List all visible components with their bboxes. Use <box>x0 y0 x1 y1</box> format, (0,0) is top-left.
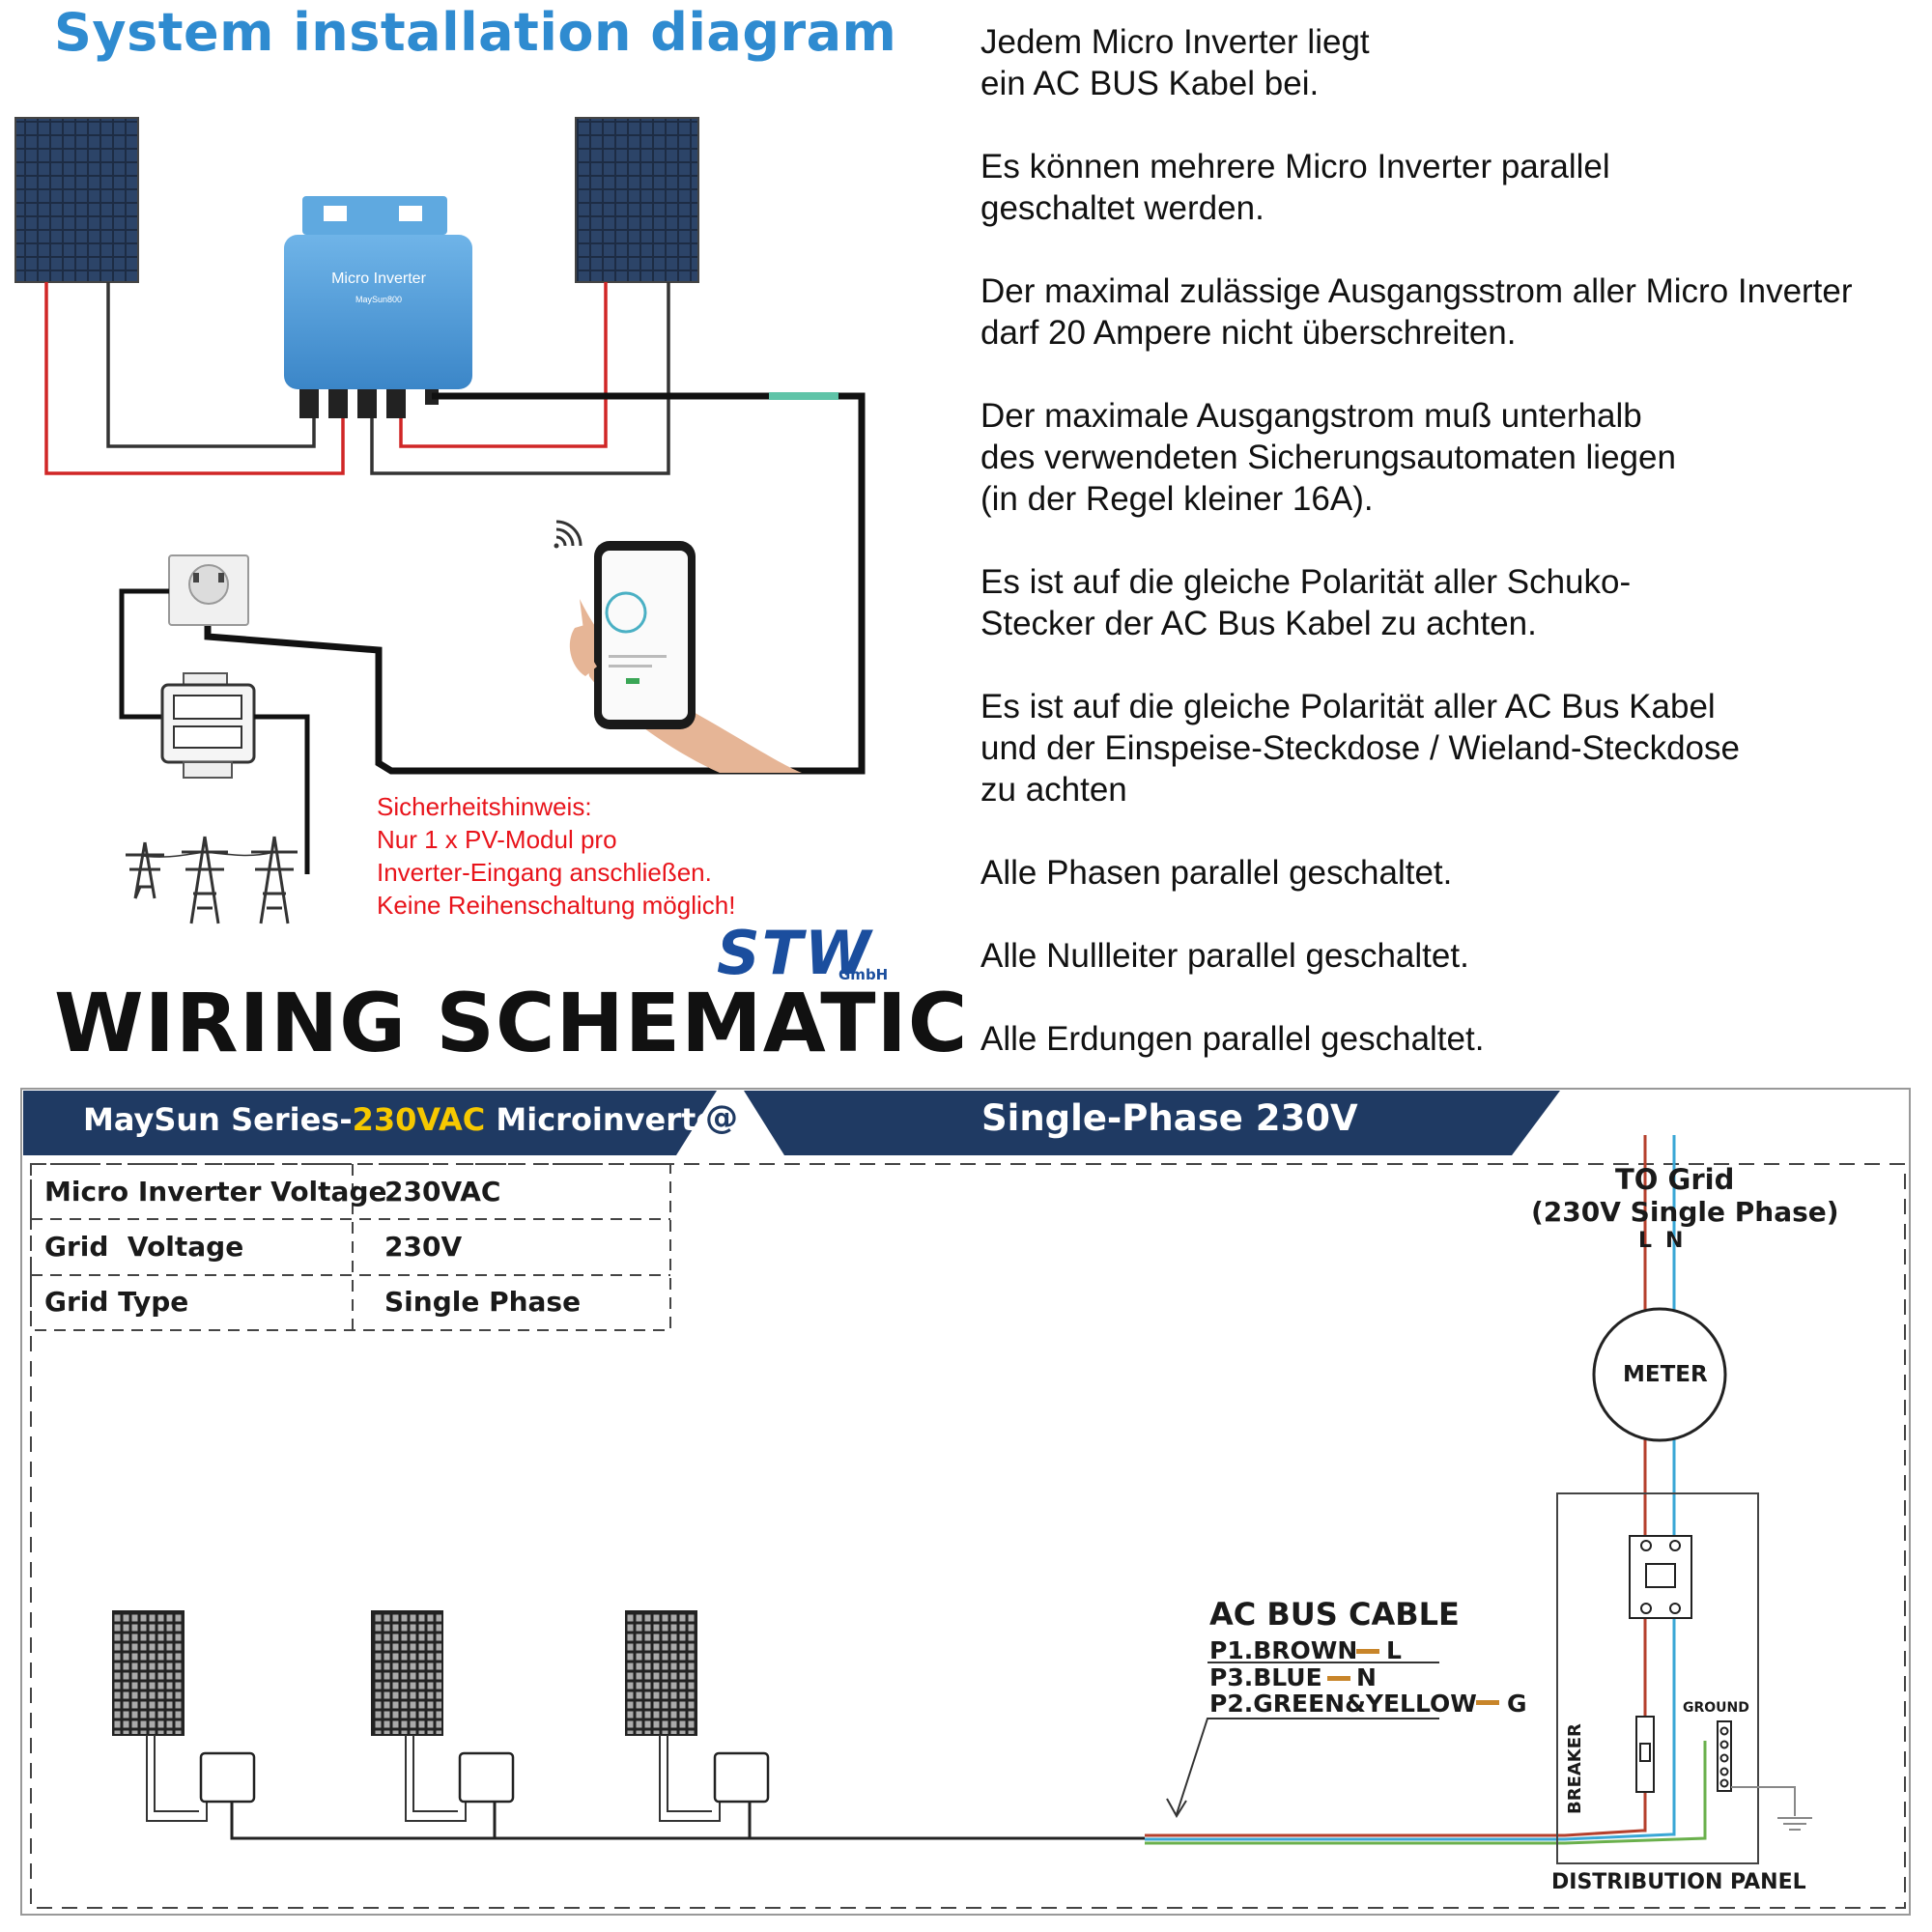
grid-subtitle: (230V Single Phase) <box>1531 1196 1839 1228</box>
note-3: Der maximal zulässige Ausgangsstrom alle… <box>980 272 1853 352</box>
ac-bus-p2: P2.GREEN&YELLOW <box>1209 1690 1477 1718</box>
distribution-panel-label: DISTRIBUTION PANEL <box>1551 1870 1806 1894</box>
breaker <box>1635 1716 1655 1793</box>
ac-bus-p1-end: L <box>1386 1636 1402 1664</box>
pv-array <box>112 1610 697 1736</box>
meter-circle <box>1592 1307 1727 1442</box>
banner-prefix: MaySun Series- <box>83 1101 353 1138</box>
ac-bus-p1: P1.BROWN <box>1209 1636 1358 1664</box>
stw-logo-sub: GmbH <box>838 966 889 983</box>
note-2: Es können mehrere Micro Inverter paralle… <box>980 148 1610 227</box>
transmission-towers <box>126 836 298 924</box>
banner-series-title: MaySun Series-230VAC Microinverter <box>83 1101 732 1138</box>
electricity-meter <box>160 672 256 779</box>
note-7: Alle Phasen parallel geschaltet. <box>980 854 1453 892</box>
inverter-model: MaySun800 <box>355 295 402 304</box>
spec-label-grid-type: Grid Type <box>44 1286 189 1318</box>
note-9: Alle Erdungen parallel geschaltet. <box>980 1020 1485 1058</box>
smartphone-app <box>569 541 802 773</box>
note-8: Alle Nullleiter parallel geschaltet. <box>980 937 1469 975</box>
banner-at: @ <box>705 1098 738 1137</box>
earth-ground <box>1731 1786 1812 1831</box>
note-4: Der maximale Ausgangstrom muß unterhalb … <box>980 397 1676 518</box>
wiring-schematic-title: WIRING SCHEMATIC <box>54 976 969 1070</box>
ac-bus-p2-end: G <box>1507 1690 1527 1718</box>
ground-label: GROUND <box>1683 1700 1749 1716</box>
ac-bus-trunk <box>230 1802 1145 1840</box>
spec-table <box>30 1163 671 1331</box>
wall-socket <box>168 554 249 626</box>
meter-label: METER <box>1623 1362 1708 1387</box>
schematic-banner-right <box>744 1091 1560 1155</box>
dc-leads <box>146 1735 721 1822</box>
grid-title: TO Grid <box>1615 1163 1735 1196</box>
banner-highlight: 230VAC <box>352 1101 486 1138</box>
schematic-frame <box>20 1088 1911 1916</box>
grid-l-label: L <box>1638 1229 1653 1253</box>
banner-suffix: Microinverter <box>485 1101 732 1138</box>
main-switch <box>1629 1535 1692 1619</box>
safety-note: Sicherheitshinweis: Nur 1 x PV-Modul pro… <box>377 792 736 920</box>
breaker-label: BREAKER <box>1565 1723 1585 1814</box>
meter-to-grid-wire <box>254 714 310 874</box>
grid-n-label: N <box>1665 1229 1684 1253</box>
microinverters <box>199 1751 770 1804</box>
solar-panel-left <box>14 117 139 283</box>
note-1: Jedem Micro Inverter liegt ein AC BUS Ka… <box>980 23 1370 102</box>
note-5: Es ist auf die gleiche Polarität aller S… <box>980 563 1632 642</box>
spec-value-grid-voltage: 230V <box>384 1231 463 1263</box>
ac-bus-title: AC BUS CABLE <box>1209 1596 1460 1633</box>
stw-logo: STW <box>717 918 873 988</box>
ac-bus-p3-end: N <box>1356 1663 1377 1691</box>
inverter-label: Micro Inverter <box>331 270 426 287</box>
spec-label-voltage: Micro Inverter Voltage <box>44 1176 387 1208</box>
ac-bus-pointer <box>1166 1662 1439 1818</box>
ground-bar <box>1717 1720 1732 1792</box>
banner-phase-title: Single-Phase 230V <box>981 1097 1358 1139</box>
solar-panel-right <box>575 117 699 283</box>
wifi-icon <box>554 520 582 549</box>
ac-output-cable <box>204 392 866 775</box>
installation-notes: Jedem Micro Inverter liegt ein AC BUS Ka… <box>980 21 1922 1101</box>
distribution-panel <box>1556 1492 1759 1864</box>
ac-bus-p3: P3.BLUE <box>1209 1663 1322 1691</box>
color-swatches <box>1327 1649 1499 1705</box>
schematic-banner-left <box>23 1091 717 1155</box>
spec-value-voltage: 230VAC <box>384 1176 501 1208</box>
dc-wires <box>44 282 670 475</box>
note-6: Es ist auf die gleiche Polarität aller A… <box>980 688 1740 809</box>
system-diagram-title: System installation diagram <box>54 2 897 63</box>
spec-label-grid-voltage: Grid Voltage <box>44 1231 244 1263</box>
socket-to-meter-wire <box>119 588 169 720</box>
spec-value-grid-type: Single Phase <box>384 1286 582 1318</box>
micro-inverter <box>284 196 472 418</box>
